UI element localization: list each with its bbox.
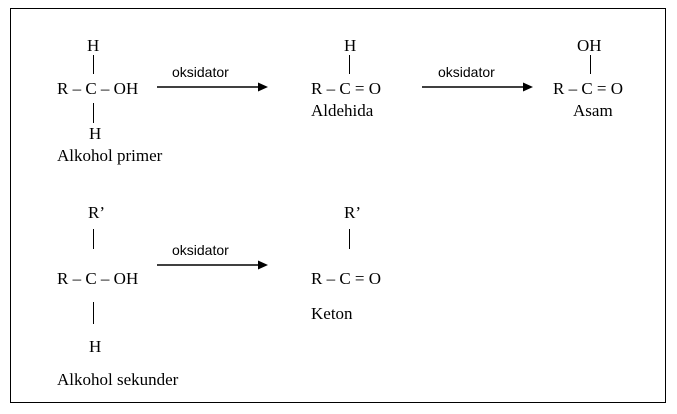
ketone-name: Keton bbox=[311, 304, 353, 323]
primary-alcohol-name: Alkohol primer bbox=[57, 146, 163, 165]
primary-arrow2 bbox=[422, 82, 533, 92]
secondary-alcohol-bottom-bond bbox=[93, 302, 95, 324]
secondary-alcohol-top-bond bbox=[93, 229, 95, 249]
acid-top-bond bbox=[590, 55, 592, 74]
aldehyde-formula: R – C = O bbox=[311, 79, 382, 98]
diagram-frame bbox=[10, 8, 666, 403]
secondary-alcohol-top-r: R’ bbox=[88, 203, 105, 222]
ketone-top-bond bbox=[349, 229, 351, 249]
ketone-top-r: R’ bbox=[344, 203, 361, 222]
primary-alcohol-top-bond bbox=[93, 55, 95, 74]
aldehyde-top-bond bbox=[349, 55, 351, 74]
secondary-alcohol-bottom-h: H bbox=[89, 337, 102, 356]
primary-alcohol-formula: R – C – OH bbox=[57, 79, 139, 98]
acid-top-oh: OH bbox=[577, 36, 602, 55]
clipped-text-fragment bbox=[30, 397, 150, 403]
secondary-alcohol-name: Alkohol sekunder bbox=[57, 370, 179, 389]
acid-name: Asam bbox=[573, 101, 613, 120]
primary-alcohol-bottom-bond bbox=[93, 103, 95, 123]
primary-arrow2-label: oksidator bbox=[438, 64, 495, 80]
secondary-arrow bbox=[157, 260, 268, 270]
secondary-alcohol-formula: R – C – OH bbox=[57, 269, 139, 288]
acid-formula: R – C = O bbox=[553, 79, 624, 98]
aldehyde-name: Aldehida bbox=[311, 101, 374, 120]
aldehyde-top-h: H bbox=[344, 36, 357, 55]
primary-alcohol-bottom-h: H bbox=[89, 124, 102, 143]
primary-arrow1-label: oksidator bbox=[172, 64, 229, 80]
secondary-arrow-label: oksidator bbox=[172, 242, 229, 258]
primary-arrow1 bbox=[157, 82, 268, 92]
primary-alcohol-top-h: H bbox=[87, 36, 100, 55]
ketone-formula: R – C = O bbox=[311, 269, 382, 288]
